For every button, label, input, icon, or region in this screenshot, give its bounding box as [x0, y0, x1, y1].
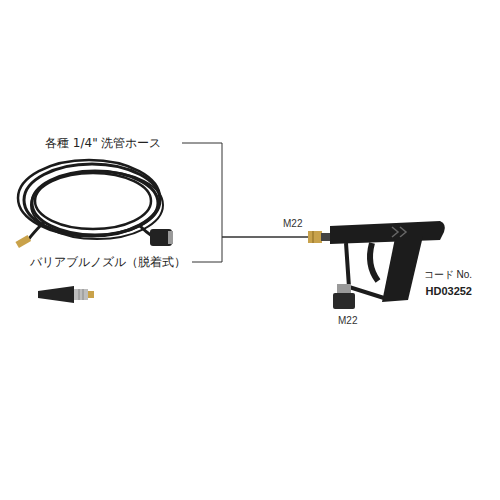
thread-size: M22 [338, 315, 357, 327]
trigger-guard [346, 243, 384, 298]
trigger [370, 243, 378, 281]
thread-size: M22 [283, 218, 302, 230]
gun-body [330, 221, 445, 244]
spray-gun [308, 221, 445, 309]
nozzle-brass [88, 291, 94, 298]
bracket-connector [182, 143, 308, 237]
hose-group: 各種 1/4" 洗管ホース [10, 130, 182, 252]
gun-texture [392, 227, 406, 237]
node-subtext: HD03252 [426, 285, 472, 298]
nozzle-body [38, 286, 74, 303]
brass-fitting [15, 235, 31, 248]
nozzle-tip [74, 289, 88, 300]
outlet-fitting [333, 293, 355, 309]
coupling-rim [168, 231, 173, 244]
nozzle-groove [83, 289, 84, 300]
node-label: コード No. [424, 269, 472, 281]
gun-neck [321, 233, 331, 241]
nozzle-groove [79, 289, 80, 300]
bracket-connector [192, 237, 308, 262]
outlet-stem [337, 284, 351, 293]
coupling [150, 229, 172, 246]
nozzle-group: バリアブルノズル（脱着式） [10, 252, 192, 308]
gun-grip [382, 236, 423, 302]
inlet-fitting [308, 231, 322, 243]
hose-lead [28, 222, 44, 240]
node-label: 各種 1/4" 洗管ホース [45, 136, 161, 150]
hose-fitting [15, 229, 173, 248]
nozzle-picture [38, 286, 94, 303]
hose-loop [31, 171, 163, 239]
gun-group: コード No. HD03252 [308, 195, 480, 315]
node-label: バリアブルノズル（脱着式） [30, 255, 186, 269]
hose-coil [18, 160, 163, 240]
fitting-edge [313, 231, 314, 243]
hose-loop [35, 173, 151, 229]
